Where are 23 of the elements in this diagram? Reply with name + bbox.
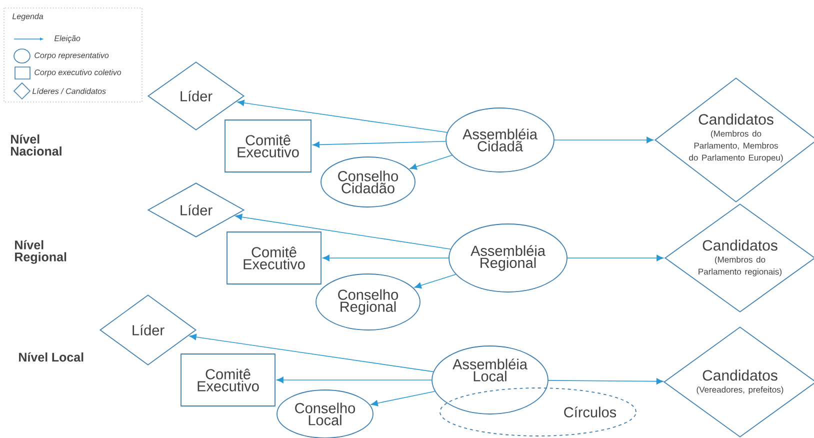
level-label: Nível Local (19, 352, 84, 362)
arrow (189, 334, 434, 372)
legend-label: Eleição (54, 35, 80, 43)
arrow (237, 100, 448, 133)
arrow (567, 254, 664, 262)
arrow (312, 141, 446, 148)
arrow (370, 390, 436, 406)
arrow (276, 376, 432, 384)
legend-label: Líderes / Candidatos (32, 88, 106, 94)
committee-box: Comitê Executivo (224, 120, 312, 172)
arrow (235, 214, 451, 250)
arrow (548, 378, 664, 384)
arrow (322, 254, 449, 262)
arrow (410, 154, 452, 170)
committee-box: Comitê Executivo (180, 354, 276, 406)
level-label: Nível Nacional (11, 134, 62, 156)
arrow (414, 274, 456, 288)
legend-label: Corpo executivo coletivo (34, 69, 122, 77)
legend-title: Legenda (12, 13, 44, 21)
level-label: Nível Regional (15, 240, 66, 264)
arrow (554, 136, 654, 144)
legend-label: Corpo representativo (34, 52, 109, 60)
committee-box: Comitê Executivo (226, 232, 322, 284)
